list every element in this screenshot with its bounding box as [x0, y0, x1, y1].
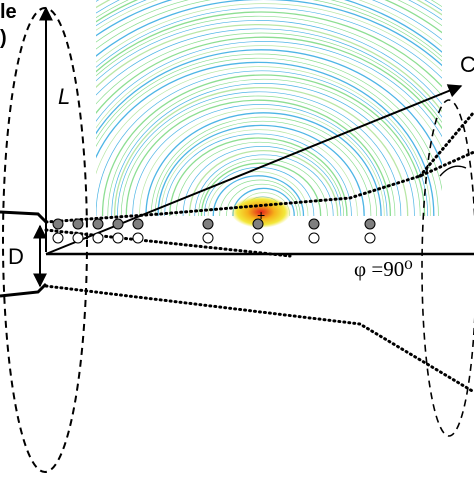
scatterer-upper: [364, 218, 376, 230]
scatterer-lower: [308, 232, 320, 244]
ray-mid-1: [44, 228, 292, 258]
contour-line: [164, 133, 352, 216]
contour-line: [212, 175, 305, 216]
contour-line: [96, 24, 442, 113]
scatterer-upper: [52, 218, 64, 230]
angle-label: φ =90⁰: [354, 257, 413, 281]
scatterer-lower: [364, 232, 376, 244]
contour-line: [96, 0, 442, 16]
contour-line: [117, 91, 402, 216]
scatterer-lower: [132, 232, 144, 244]
contour-line: [96, 36, 442, 130]
contour-line: [96, 41, 442, 138]
far-field-ellipse: [421, 99, 474, 437]
contour-line: [96, 0, 442, 34]
contour-line: [96, 20, 442, 105]
contour-line: [111, 83, 415, 216]
ray-lines: [44, 110, 474, 394]
contour-line: [96, 7, 442, 79]
contour-line: [96, 66, 431, 216]
scatterer-upper: [252, 218, 264, 230]
contour-line: [188, 149, 339, 216]
ray-upper-1: [44, 150, 474, 224]
contour-line: [96, 32, 442, 124]
ray-lower-1: [44, 284, 474, 394]
contour-line: [96, 0, 442, 47]
contour-line: [198, 158, 328, 216]
scatterer-upper: [72, 218, 84, 230]
right-edge-label: C: [460, 52, 474, 77]
contour-line: [96, 28, 442, 118]
contour-line: [114, 86, 409, 216]
scatterer-upper: [202, 218, 214, 230]
contour-line: [194, 154, 334, 216]
diameter-label: D: [8, 244, 24, 269]
scatterer-lower: [202, 232, 214, 244]
contour-line: [120, 95, 396, 216]
contour-line: [219, 179, 301, 216]
hotspot-marker: +: [257, 207, 265, 223]
lower-wall: [0, 282, 48, 298]
contour-line: [107, 78, 421, 216]
upper-wall: [0, 210, 48, 224]
contour-line: [175, 141, 344, 216]
contour-line: [226, 183, 298, 216]
corner-label-fragment-2: ): [0, 27, 7, 49]
scatterer-lower: [112, 232, 124, 244]
contour-line: [96, 70, 428, 216]
ray-upper-2: [418, 110, 474, 178]
contour-line: [96, 15, 442, 97]
scatterer-upper: [308, 218, 320, 230]
contour-line: [96, 61, 435, 216]
scatterer-lower: [72, 232, 84, 244]
contour-line: [96, 57, 439, 216]
contour-line: [157, 124, 365, 216]
corner-label-fragment: le: [0, 1, 17, 23]
contour-line: [207, 171, 309, 216]
scatterer-upper: [92, 218, 104, 230]
scatterer-upper: [112, 218, 124, 230]
scatterer-lower: [252, 232, 264, 244]
scatterer-lower: [92, 232, 104, 244]
contour-line: [96, 53, 442, 192]
angle-arc: [439, 165, 467, 177]
contour-line: [200, 162, 322, 216]
scatterer-lower: [52, 232, 64, 244]
contour-line: [101, 74, 426, 216]
contour-line: [182, 146, 342, 216]
contour-line: [96, 45, 442, 149]
contour-line: [96, 0, 442, 27]
scatterer-upper: [132, 218, 144, 230]
contour-line: [96, 11, 442, 88]
contour-line: [169, 137, 348, 216]
scatterer-array: [52, 218, 376, 244]
contour-line: [96, 49, 442, 167]
length-label: L: [58, 84, 70, 109]
contour-line: [96, 3, 442, 72]
